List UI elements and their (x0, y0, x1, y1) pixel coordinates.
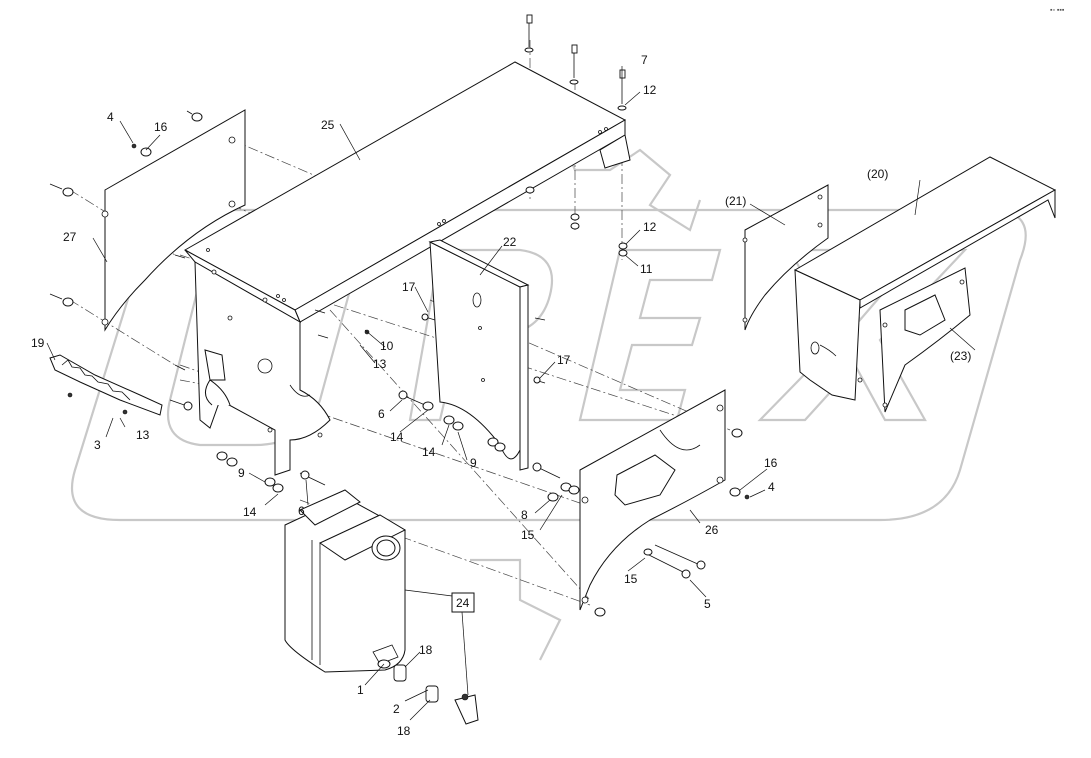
label-18: 18 (419, 643, 433, 657)
label-21: (21) (725, 194, 746, 208)
label-10: 10 (380, 339, 394, 353)
label-26: 26 (705, 523, 719, 537)
label-11: 11 (640, 262, 653, 276)
corner-mark: ▪▫ ▪▪▪ (1050, 7, 1065, 14)
label-16: 16 (764, 456, 778, 470)
part-labels: 4 16 25 7 12 12 11 (20) (21) 27 22 17 10… (31, 53, 971, 738)
label-9: 9 (238, 466, 245, 480)
label-15: 15 (521, 528, 535, 542)
label-14: 14 (390, 430, 404, 444)
label-17: 17 (402, 280, 416, 294)
center-bracket-22 (428, 239, 530, 471)
label-18: 18 (397, 724, 411, 738)
label-4: 4 (768, 480, 775, 494)
panel-21 (742, 184, 829, 331)
fittings (377, 659, 479, 725)
label-22: 22 (503, 235, 517, 249)
label-13: 13 (373, 357, 387, 371)
label-25: 25 (321, 118, 335, 132)
label-15: 15 (624, 572, 638, 586)
label-box-24 (451, 592, 475, 613)
label-6: 6 (298, 504, 305, 518)
label-14: 14 (422, 445, 436, 459)
label-27: 27 (63, 230, 77, 244)
reservoir-tank-24 (284, 489, 407, 673)
label-1: 1 (357, 683, 364, 697)
label-12: 12 (643, 220, 657, 234)
cover-20 (793, 156, 1057, 401)
label-14: 14 (243, 505, 257, 519)
top-cover-25 (183, 61, 631, 324)
label-6: 6 (378, 407, 385, 421)
plate-23 (879, 267, 971, 413)
leader-lines (46, 66, 976, 721)
label-7: 7 (641, 53, 648, 67)
side-panel-27 (101, 109, 246, 332)
label-19: 19 (31, 336, 45, 350)
label-20: (20) (867, 167, 888, 181)
label-3: 3 (94, 438, 101, 452)
label-17: 17 (557, 353, 571, 367)
label-16: 16 (154, 120, 168, 134)
left-side-frame (194, 261, 331, 476)
label-9: 9 (470, 456, 477, 470)
fasteners (49, 14, 750, 617)
label-13: 13 (136, 428, 150, 442)
side-panel-26 (579, 389, 726, 611)
label-2: 2 (393, 702, 400, 716)
label-23: (23) (950, 349, 971, 363)
bracket-plate-19 (49, 354, 163, 416)
label-4: 4 (107, 110, 114, 124)
label-5: 5 (704, 597, 711, 611)
label-12: 12 (643, 83, 657, 97)
label-8: 8 (521, 508, 528, 522)
label-24: 24 (456, 596, 470, 610)
